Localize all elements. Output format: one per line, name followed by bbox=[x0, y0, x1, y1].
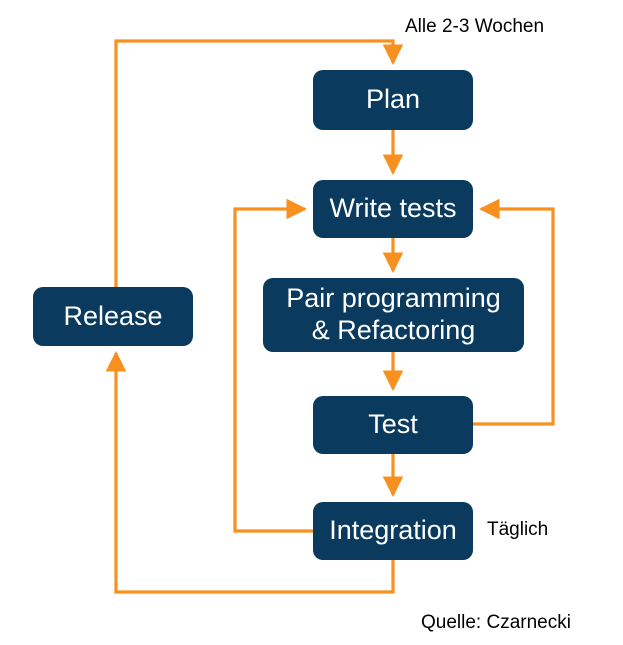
node-pair-programming-label: Pair programming & Refactoring bbox=[286, 283, 501, 345]
cadence-label: Alle 2-3 Wochen bbox=[405, 16, 545, 37]
connector-release-to-plan bbox=[114, 39, 404, 287]
connector-test-to-write bbox=[473, 198, 555, 426]
connector-integration-to-release bbox=[105, 350, 395, 594]
node-test-label: Test bbox=[368, 409, 418, 440]
node-pair-programming[interactable]: Pair programming & Refactoring bbox=[263, 278, 524, 352]
node-release[interactable]: Release bbox=[33, 287, 193, 346]
node-release-label: Release bbox=[63, 300, 163, 331]
node-integration-label: Integration bbox=[329, 515, 457, 546]
connector-integration-to-write bbox=[233, 198, 313, 533]
daily-label: Täglich bbox=[487, 519, 549, 540]
node-write-tests-label: Write tests bbox=[329, 193, 457, 224]
node-test[interactable]: Test bbox=[313, 396, 473, 454]
source-label: Quelle: Czarnecki bbox=[421, 612, 571, 633]
node-plan[interactable]: Plan bbox=[313, 70, 473, 130]
node-plan-label: Plan bbox=[365, 84, 421, 115]
node-write-tests[interactable]: Write tests bbox=[313, 180, 473, 238]
node-integration[interactable]: Integration bbox=[313, 502, 473, 560]
